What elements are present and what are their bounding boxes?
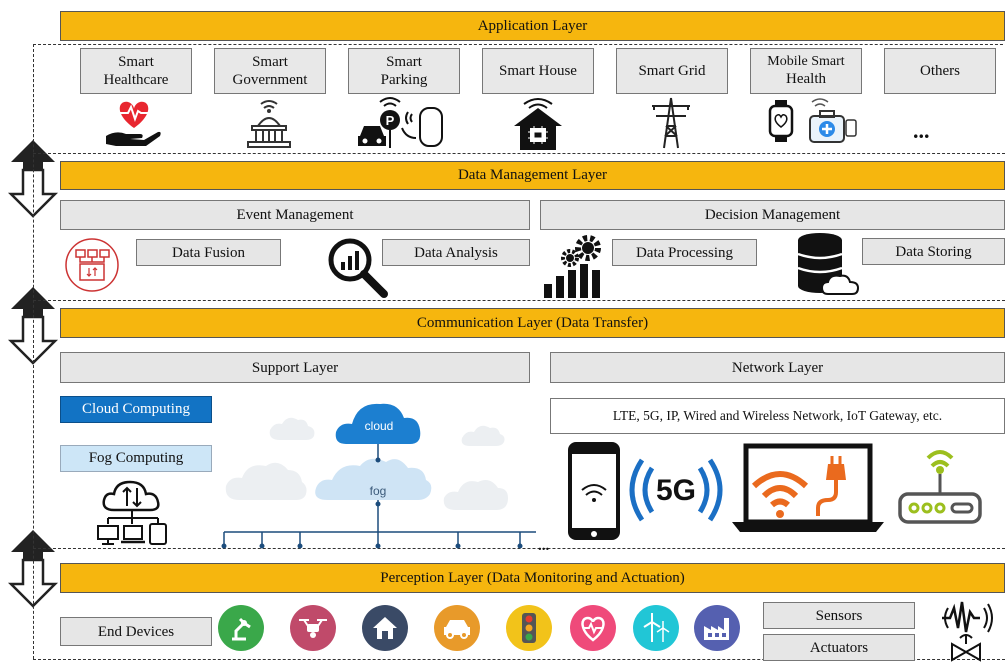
app-label-line1: Others [920,63,960,79]
gears-chart-icon [544,235,601,298]
iot-gateway-router-icon [898,450,982,524]
power-tower-icon [652,97,690,149]
app-smart-healthcare: Smart Healthcare [80,48,192,94]
5g-label: 5G [656,474,696,507]
data-fusion-box: Data Fusion [136,239,281,266]
ellipsis-icon: ... [538,538,550,554]
dashed-separator [33,300,1005,301]
fog-computing-label: Fog Computing [60,445,212,472]
data-storing-box: Data Storing [862,238,1005,265]
heart-monitor-icon [570,605,616,651]
app-label-line2: Health [786,71,826,88]
magnifier-chart-icon [328,238,388,298]
event-management-box: Event Management [60,200,530,230]
car-icon [434,605,480,651]
network-layer-box: Network Layer [550,352,1005,383]
factory-icon [694,605,740,651]
wind-turbine-icon [633,605,679,651]
robot-arm-icon [218,605,264,651]
5g-icon: 5G [629,458,723,522]
app-label-line1: Smart House [499,63,577,79]
cloud-node-label: cloud [365,419,394,433]
app-label-line1: Mobile Smart [767,53,845,69]
app-label-line1: Smart Grid [638,63,706,79]
cloud-fog-diagram: cloud fog [221,403,536,549]
app-label-line1: Smart [386,54,422,70]
laptop-wifi-icon [732,443,884,532]
cloud-computing-label: Cloud Computing [60,396,212,423]
drone-icon [290,605,336,651]
app-mobile-smart-health: Mobile Smart Health [750,48,862,94]
house-icon [362,605,408,651]
app-label-line2: Government [232,72,308,88]
data-analysis-box: Data Analysis [382,239,530,266]
data-fusion-icon [65,238,119,292]
traffic-light-icon [506,605,552,651]
parking-icon: P [358,97,443,148]
government-building-icon [247,100,291,148]
decision-management-box: Decision Management [540,200,1005,230]
dashed-separator [33,548,1005,549]
actuators-box: Actuators [763,634,915,661]
dashed-border-left [33,44,34,659]
app-others: Others [884,48,996,94]
data-processing-box: Data Processing [612,239,757,266]
communication-layer-title: Communication Layer (Data Transfer) [60,308,1005,338]
app-smart-government: Smart Government [214,48,326,94]
heart-hand-icon [106,101,161,146]
app-label-line2: Parking [380,72,428,88]
database-cloud-icon [797,233,860,295]
computing-devices-icon [97,480,167,545]
dashed-separator [33,659,1005,660]
dashed-separator [33,153,1005,154]
app-smart-house: Smart House [482,48,594,94]
end-devices-box: End Devices [60,617,212,646]
sensor-actuator-icon [942,601,993,662]
support-layer-box: Support Layer [60,352,530,383]
mobile-health-icon [768,98,857,143]
sensors-box: Sensors [763,602,915,629]
fog-node-label: fog [370,484,387,498]
ellipsis-icon: ... [913,118,930,143]
network-description-box: LTE, 5G, IP, Wired and Wireless Network,… [550,398,1005,434]
app-label-line1: Smart [118,54,154,70]
smart-house-icon [514,98,562,150]
smartphone-wifi-icon [568,442,620,540]
svg-text:P: P [386,113,395,128]
data-management-layer-title: Data Management Layer [60,161,1005,190]
app-label-line1: Smart [252,54,288,70]
perception-layer-title: Perception Layer (Data Monitoring and Ac… [60,563,1005,593]
app-label-line2: Healthcare [103,72,169,88]
application-layer-title: Application Layer [60,11,1005,41]
app-smart-grid: Smart Grid [616,48,728,94]
app-smart-parking: Smart Parking [348,48,460,94]
